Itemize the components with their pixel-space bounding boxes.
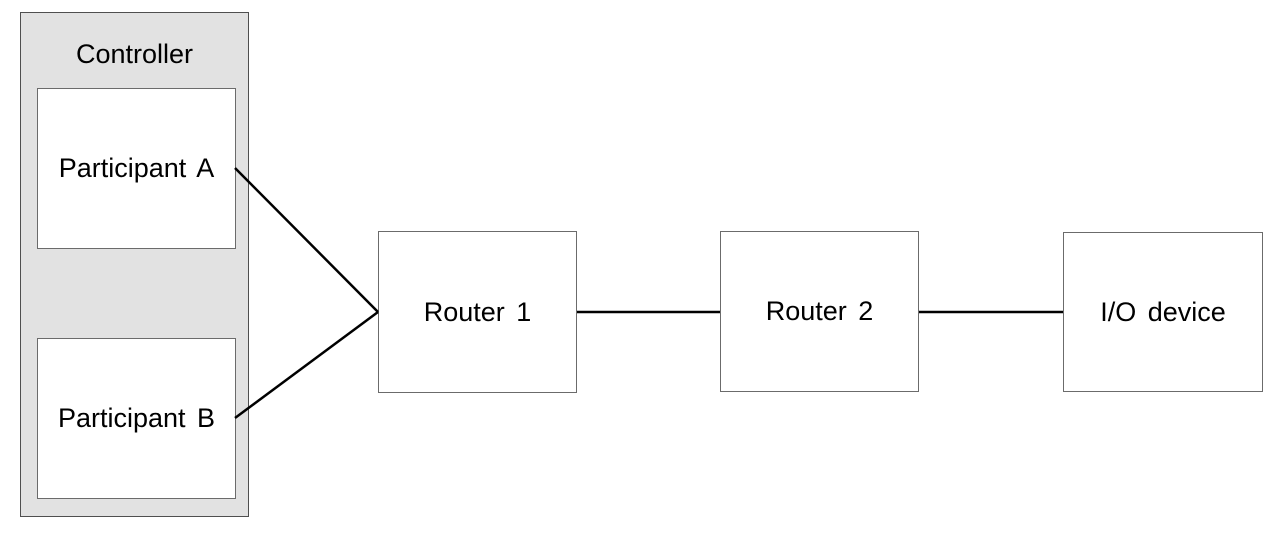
node-router-2-label: Router 2	[765, 296, 874, 326]
node-participant-a: Participant A	[37, 88, 236, 249]
edge-participant-a-router-1	[234, 167, 379, 313]
node-io-device: I/O device	[1063, 232, 1263, 392]
controller-group: Controller Participant A Participant B	[20, 12, 249, 517]
node-router-1: Router 1	[378, 231, 577, 393]
node-participant-a-label: Participant A	[58, 153, 215, 183]
node-router-1-label: Router 1	[423, 296, 532, 327]
controller-group-label: Controller	[75, 39, 194, 69]
node-participant-b-label: Participant B	[57, 403, 216, 433]
node-io-device-label: I/O device	[1100, 296, 1226, 327]
node-router-2: Router 2	[720, 231, 919, 392]
edge-participant-b-router-1	[234, 310, 379, 420]
node-participant-b: Participant B	[37, 338, 236, 499]
